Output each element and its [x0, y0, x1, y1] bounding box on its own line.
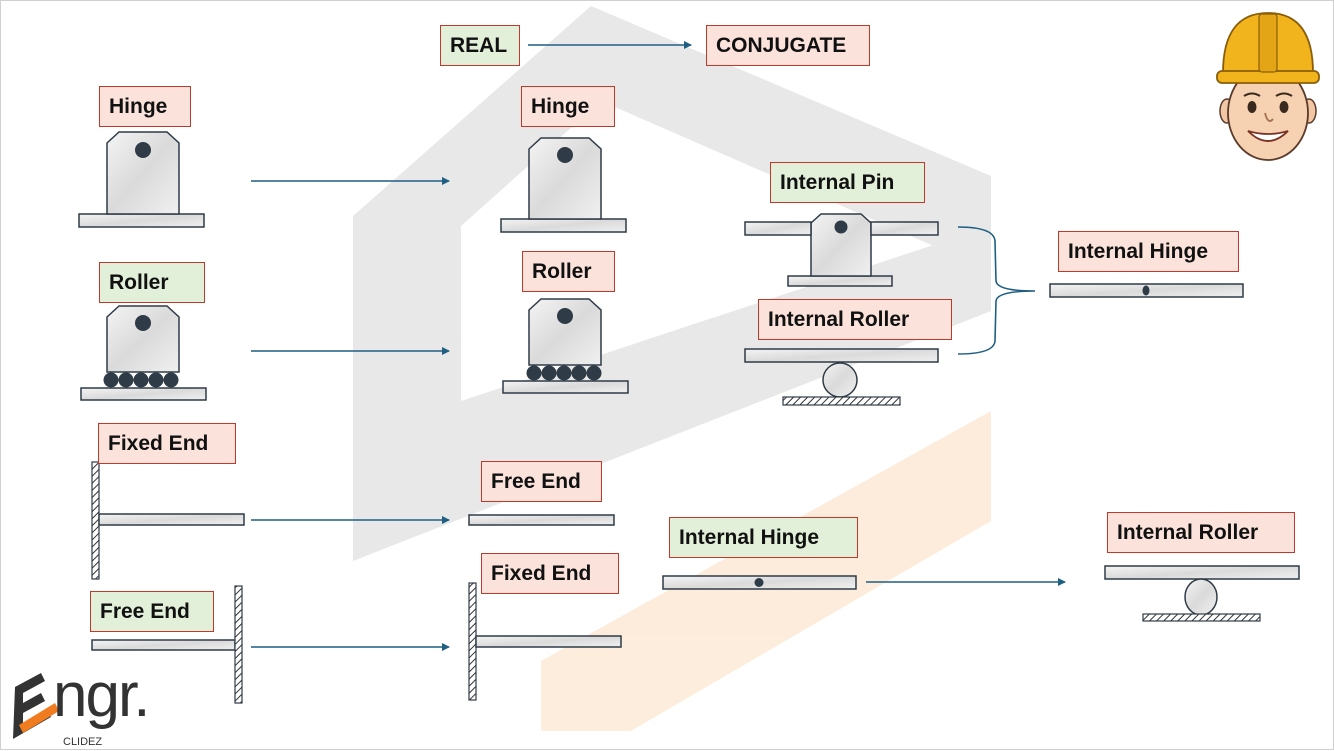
header-real-label: REAL [440, 25, 520, 66]
real-roller-symbol [80, 305, 207, 401]
real-fixed-end-label: Fixed End [98, 423, 236, 464]
conj-free-end-symbol [468, 514, 615, 526]
internal-roller-label: Internal Roller [758, 299, 952, 340]
conj-hinge-symbol [500, 137, 627, 233]
logo-wordmark: ngr. [53, 661, 150, 730]
header-conjugate-label: CONJUGATE [706, 25, 870, 66]
conj-free-end-label: Free End [481, 461, 602, 502]
conj-roller-label: Roller [522, 251, 615, 292]
real-internal-hinge-label: Internal Hinge [669, 517, 858, 558]
conj-hinge-label: Hinge [521, 86, 615, 127]
conj-fixed-end-label: Fixed End [481, 553, 619, 594]
real-fixed-end-symbol [91, 461, 245, 580]
conj-fixed-end-symbol [468, 582, 622, 701]
brace [957, 226, 1036, 355]
real-free-end-symbol [91, 585, 243, 704]
conj-internal-roller-symbol [1104, 565, 1300, 622]
conj-internal-hinge-upper-label: Internal Hinge [1058, 231, 1239, 272]
conj-internal-roller-label: Internal Roller [1107, 512, 1295, 553]
conj-roller-symbol [502, 298, 629, 394]
conj-internal-hinge-upper-symbol [1049, 283, 1244, 298]
logo-subtitle: CLIDEZ [63, 736, 103, 748]
watermark [353, 6, 991, 731]
real-hinge-symbol [78, 131, 205, 228]
engineer-mascot [1216, 12, 1320, 161]
internal-pin-symbol [744, 213, 939, 287]
real-internal-hinge-symbol [662, 575, 857, 590]
real-free-end-label: Free End [90, 591, 214, 632]
internal-pin-label: Internal Pin [770, 162, 925, 203]
real-roller-label: Roller [99, 262, 205, 303]
real-hinge-label: Hinge [99, 86, 191, 127]
internal-roller-symbol [744, 348, 939, 406]
logo-mark [13, 673, 59, 739]
